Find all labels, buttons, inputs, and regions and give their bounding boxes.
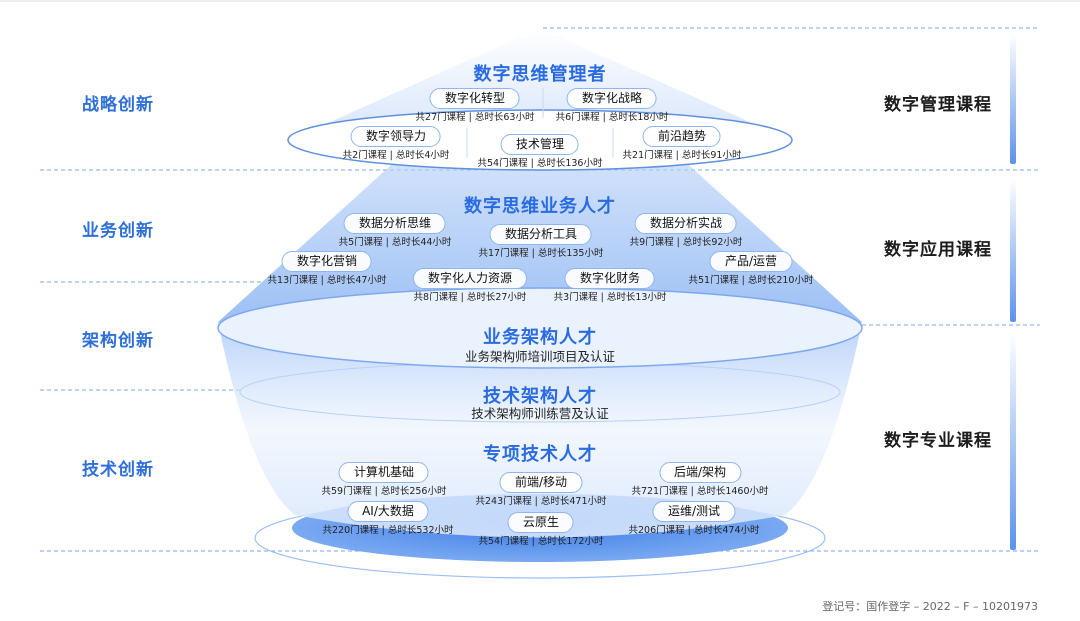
tier5-title: 专项技术人才 — [483, 444, 597, 465]
course-meta: 共54门课程 | 总时长136小时 — [477, 158, 603, 169]
course-item[interactable]: 计算机基础 共59门课程 | 总时长256小时 — [321, 462, 447, 498]
course-item[interactable]: 数字化财务 共3门课程 | 总时长13小时 — [553, 268, 667, 304]
course-name: 数字化战略 — [566, 88, 657, 109]
course-name: 前端/移动 — [499, 472, 583, 493]
course-name: AI/大数据 — [347, 501, 429, 522]
course-item[interactable]: 数字化营销 共13门课程 | 总时长47小时 — [267, 251, 387, 287]
course-item[interactable]: 技术管理 共54门课程 | 总时长136小时 — [477, 134, 603, 170]
course-meta: 共51门课程 | 总时长210小时 — [688, 275, 814, 286]
tier1-title: 数字思维管理者 — [473, 64, 607, 85]
left-label-architecture: 架构创新 — [82, 331, 154, 351]
left-label-technology: 技术创新 — [82, 460, 154, 480]
course-meta: 共3门课程 | 总时长13小时 — [553, 292, 667, 303]
course-meta: 共59门课程 | 总时长256小时 — [321, 486, 447, 497]
course-name: 数字化营销 — [281, 251, 373, 272]
course-meta: 共6门课程 | 总时长18小时 — [555, 112, 669, 123]
course-name: 数据分析实战 — [634, 213, 737, 234]
tier4-title: 技术架构人才 — [483, 386, 597, 407]
course-meta: 共21门课程 | 总时长91小时 — [622, 150, 742, 161]
course-item[interactable]: 运维/测试 共206门课程 | 总时长474小时 — [628, 501, 760, 537]
tier3-subtitle: 业务架构师培训项目及认证 — [464, 349, 616, 364]
course-item[interactable]: 数据分析实战 共9门课程 | 总时长92小时 — [629, 213, 743, 249]
tier3-title: 业务架构人才 — [483, 327, 597, 348]
course-item[interactable]: AI/大数据 共220门课程 | 总时长532小时 — [322, 501, 454, 537]
course-item[interactable]: 数据分析工具 共17门课程 | 总时长135小时 — [478, 224, 604, 260]
tier4-subtitle: 技术架构师训练营及认证 — [471, 406, 609, 421]
course-name: 数字领导力 — [350, 126, 441, 147]
course-name: 产品/运营 — [709, 251, 793, 272]
course-item[interactable]: 前沿趋势 共21门课程 | 总时长91小时 — [622, 126, 742, 162]
course-meta: 共27门课程 | 总时长63小时 — [415, 112, 535, 123]
course-name: 运维/测试 — [652, 501, 736, 522]
left-label-strategy: 战略创新 — [82, 95, 154, 115]
right-label-application: 数字应用课程 — [884, 240, 992, 260]
course-meta: 共220门课程 | 总时长532小时 — [322, 525, 454, 536]
course-item[interactable]: 数字领导力 共2门课程 | 总时长4小时 — [342, 126, 450, 162]
course-name: 计算机基础 — [338, 462, 429, 483]
right-label-professional: 数字专业课程 — [884, 431, 992, 451]
course-name: 云原生 — [507, 512, 574, 533]
course-item[interactable]: 数字化转型 共27门课程 | 总时长63小时 — [415, 88, 535, 124]
course-name: 前沿趋势 — [642, 126, 722, 147]
right-label-management: 数字管理课程 — [884, 95, 992, 115]
tier2-title: 数字思维业务人才 — [464, 196, 616, 217]
course-meta: 共13门课程 | 总时长47小时 — [267, 275, 387, 286]
course-item[interactable]: 数字化战略 共6门课程 | 总时长18小时 — [555, 88, 669, 124]
course-meta: 共5门课程 | 总时长44小时 — [338, 237, 452, 248]
course-name: 数据分析工具 — [489, 224, 592, 245]
registration-number: 登记号：国作登字 – 2022 – F – 10201973 — [822, 600, 1038, 613]
course-item[interactable]: 云原生 共54门课程 | 总时长172小时 — [478, 512, 604, 548]
course-item[interactable]: 前端/移动 共243门课程 | 总时长471小时 — [475, 472, 607, 508]
course-name: 数字化财务 — [564, 268, 655, 289]
course-name: 数字化转型 — [429, 88, 521, 109]
course-meta: 共243门课程 | 总时长471小时 — [475, 496, 607, 507]
course-meta: 共206门课程 | 总时长474小时 — [628, 525, 760, 536]
course-meta: 共54门课程 | 总时长172小时 — [478, 536, 604, 547]
course-name: 数字化人力资源 — [412, 268, 528, 289]
course-item[interactable]: 后端/架构 共721门课程 | 总时长1460小时 — [631, 462, 769, 498]
course-meta: 共721门课程 | 总时长1460小时 — [631, 486, 769, 497]
course-item[interactable]: 数字化人力资源 共8门课程 | 总时长27小时 — [412, 268, 528, 304]
course-meta: 共2门课程 | 总时长4小时 — [342, 150, 450, 161]
course-meta: 共8门课程 | 总时长27小时 — [413, 292, 527, 303]
course-name: 数据分析思维 — [343, 213, 446, 234]
course-name: 后端/架构 — [658, 462, 742, 483]
course-meta: 共17门课程 | 总时长135小时 — [478, 248, 604, 259]
course-item[interactable]: 数据分析思维 共5门课程 | 总时长44小时 — [338, 213, 452, 249]
course-meta: 共9门课程 | 总时长92小时 — [629, 237, 743, 248]
left-label-business: 业务创新 — [82, 221, 154, 241]
course-name: 技术管理 — [500, 134, 579, 155]
course-item[interactable]: 产品/运营 共51门课程 | 总时长210小时 — [688, 251, 814, 287]
